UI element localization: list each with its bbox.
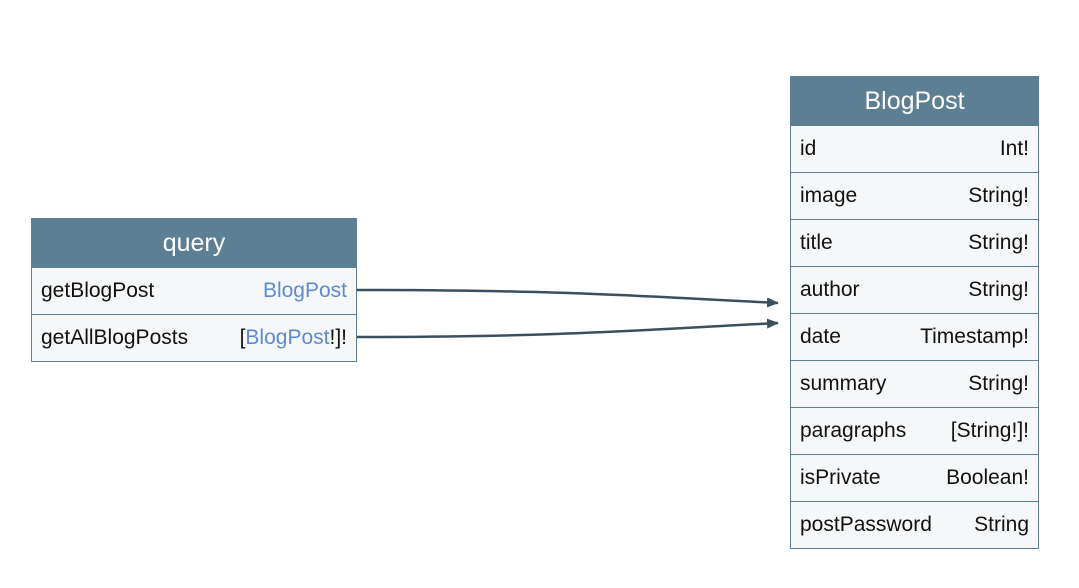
field-type: String! (968, 231, 1029, 254)
field-name: getBlogPost (41, 279, 155, 302)
blogpost-field-summary[interactable]: summary String! (791, 360, 1038, 407)
field-type: String! (968, 278, 1029, 301)
field-type: String (974, 513, 1029, 536)
field-name: date (800, 325, 841, 348)
field-name: id (800, 137, 817, 160)
field-name: summary (800, 372, 887, 395)
field-name: title (800, 231, 833, 254)
type-link-blogpost[interactable]: BlogPost (245, 326, 330, 349)
query-field-getallblogposts[interactable]: getAllBlogPosts [BlogPost!]! (32, 314, 356, 361)
blogpost-field-id[interactable]: id Int! (791, 125, 1038, 172)
blogpost-field-postpassword[interactable]: postPassword String (791, 501, 1038, 548)
field-name: isPrivate (800, 466, 881, 489)
field-type: Timestamp! (920, 325, 1029, 348)
field-type: BlogPost (263, 279, 347, 303)
field-type: String! (968, 184, 1029, 207)
blogpost-field-author[interactable]: author String! (791, 266, 1038, 313)
blogpost-field-paragraphs[interactable]: paragraphs [String!]! (791, 407, 1038, 454)
blogpost-field-image[interactable]: image String! (791, 172, 1038, 219)
query-node-title: query (32, 219, 356, 267)
blogpost-field-title[interactable]: title String! (791, 219, 1038, 266)
field-name: image (800, 184, 858, 207)
field-name: author (800, 278, 860, 301)
field-type: String! (968, 372, 1029, 395)
blogpost-field-date[interactable]: date Timestamp! (791, 313, 1038, 360)
field-type: [String!]! (950, 419, 1029, 442)
field-type: Boolean! (946, 466, 1029, 489)
field-type-suffix: !]! (329, 326, 347, 349)
field-type: [BlogPost!]! (240, 326, 347, 350)
field-type: Int! (999, 137, 1029, 160)
query-node[interactable]: query getBlogPost BlogPost getAllBlogPos… (31, 218, 357, 362)
type-link-blogpost[interactable]: BlogPost (262, 279, 347, 302)
edge-getblogpost-to-blogpost (356, 288, 779, 308)
field-name: paragraphs (800, 419, 907, 442)
field-name: postPassword (800, 513, 932, 536)
blogpost-node[interactable]: BlogPost id Int! image String! title Str… (790, 76, 1039, 549)
field-type-prefix: [ (239, 326, 246, 349)
blogpost-node-title: BlogPost (791, 77, 1038, 125)
field-name: getAllBlogPosts (41, 326, 189, 349)
edge-getallblogposts-to-blogpost (356, 318, 779, 339)
query-field-getblogpost[interactable]: getBlogPost BlogPost (32, 267, 356, 314)
blogpost-field-isprivate[interactable]: isPrivate Boolean! (791, 454, 1038, 501)
